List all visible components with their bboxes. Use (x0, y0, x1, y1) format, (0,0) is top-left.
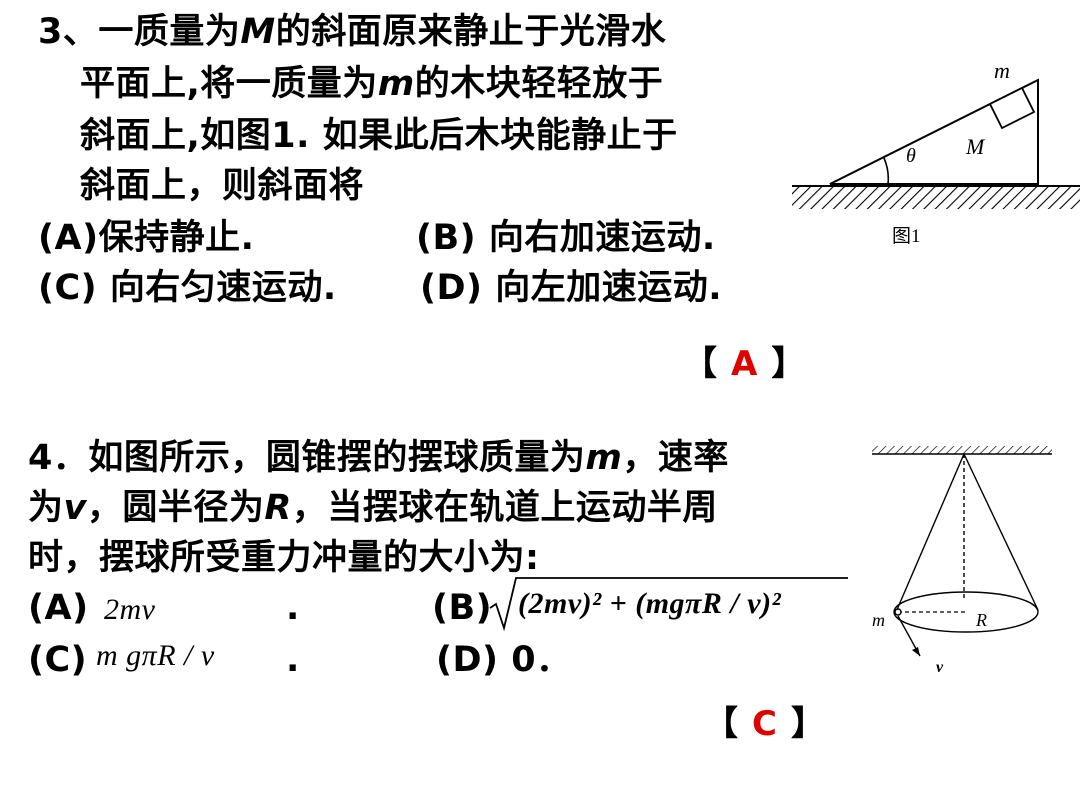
q4-option-b-label: (B) (432, 588, 493, 628)
q3-option-c: (C) 向右匀速运动. (38, 268, 337, 308)
orbit-circle (893, 591, 1039, 633)
figure-caption: 图1 (892, 226, 921, 247)
sqrt-sign (489, 577, 848, 632)
q4-line-3: 时，摆球所受重力冲量的大小为: (28, 538, 540, 578)
q4-option-c-dot: . (286, 640, 300, 680)
q4-option-b-formula: (2mν)² + (mgπR / ν)² (518, 587, 782, 620)
q4-answer-letter: C (752, 704, 777, 744)
ceiling-hatch (872, 446, 1052, 454)
pendulum-bob (894, 608, 902, 616)
q4-option-d: (D) 0． (436, 640, 572, 680)
cone-right-edge (963, 453, 1039, 611)
label-bob-m: m (872, 610, 885, 630)
label-theta: θ (906, 145, 916, 167)
block-m (988, 86, 1036, 130)
q3-option-b: (B) 向右加速运动. (416, 218, 716, 258)
q4-answer: 【C】 (704, 704, 825, 744)
q3-answer: 【A】 (683, 344, 806, 384)
q4-line-1: 4．如图所示，圆锥摆的摆球质量为m，速率 (28, 438, 729, 478)
q3-option-a: (A)保持静止. (38, 218, 255, 258)
cone-left-edge (895, 453, 965, 613)
q4-option-a-formula: 2mν (104, 593, 156, 626)
q4-option-c-label: (C) (28, 640, 88, 680)
ground-hatch (792, 187, 1080, 209)
q3-answer-letter: A (731, 344, 758, 384)
label-velocity-v: v (936, 659, 944, 676)
q3-line-2: 平面上,将一质量为m的木块轻轻放于 (80, 64, 664, 104)
q3-line-4: 斜面上，则斜面将 (80, 166, 365, 206)
q4-option-a-label: (A) (28, 588, 89, 628)
incline-wedge (829, 78, 1039, 185)
q4-line-2: 为v，圆半径为R，当摆球在轨道上运动半周 (28, 488, 718, 528)
label-radius-R: R (975, 610, 987, 630)
q3-line-1: 3、一质量为M的斜面原来静止于光滑水 (38, 12, 667, 52)
incline-figure: m M θ 图1 (792, 58, 1080, 247)
velocity-arrowhead (912, 647, 920, 656)
label-mass-M: M (965, 134, 986, 159)
q4-option-c-formula: m gπR / ν (96, 639, 215, 672)
q3-line-3: 斜面上,如图1. 如果此后木块能静止于 (80, 116, 678, 156)
theta-arc (883, 157, 890, 185)
label-block-m: m (994, 58, 1010, 83)
q4-option-a-dot: . (286, 588, 300, 628)
q3-option-d: (D) 向左加速运动. (420, 268, 723, 308)
conical-pendulum-figure: m R v (872, 446, 1052, 676)
